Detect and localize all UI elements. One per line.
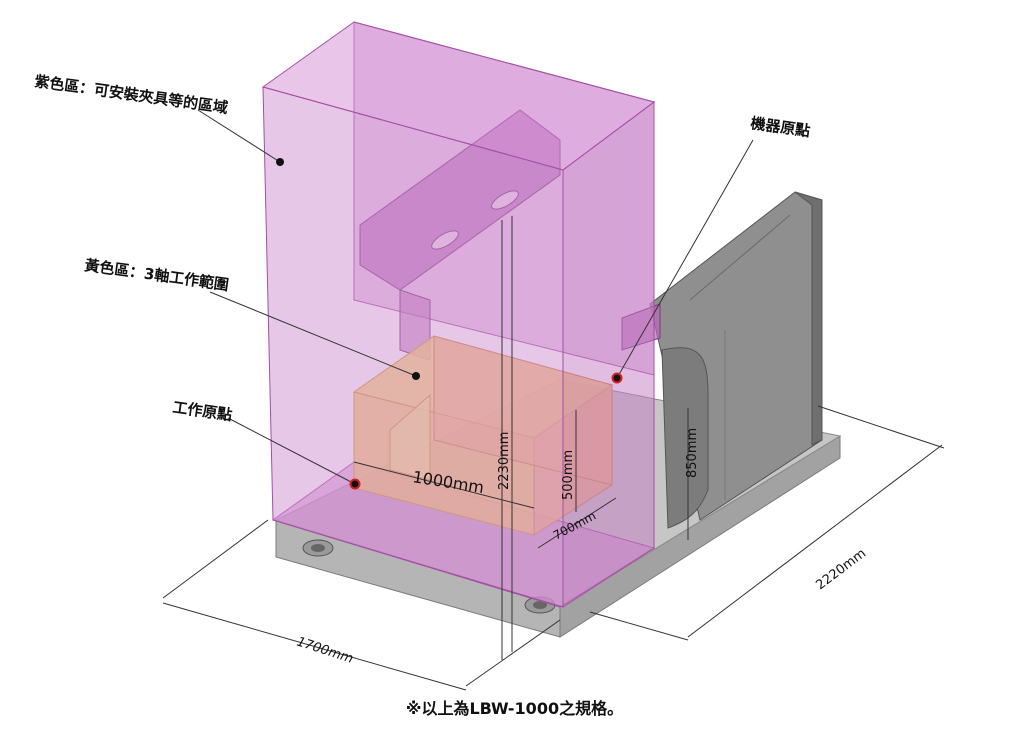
dim-machine-depth: 2220mm	[813, 546, 869, 593]
spec-footnote: ※以上為LBW-1000之規格。	[405, 699, 624, 718]
work-origin-dot	[349, 478, 361, 490]
dim-z-travel: 500mm	[561, 450, 576, 500]
machine-origin-dot	[611, 372, 623, 384]
dim-machine-width: 1700mm	[295, 635, 355, 667]
machine-origin-label: 機器原點	[749, 114, 811, 140]
leader-lines	[197, 109, 754, 485]
dimension-lines	[162, 216, 945, 691]
work-origin-label: 工作原點	[171, 398, 233, 424]
yellow-zone-marker	[412, 372, 420, 380]
machine-column	[649, 191, 823, 529]
dim-purple-height: 2230mm	[497, 432, 512, 490]
purple-zone-front	[261, 21, 656, 608]
purple-zone-marker	[276, 158, 284, 166]
purple-zone-label: 紫色區：可安裝夾具等的區域	[33, 72, 229, 117]
yellow-zone-label: 黃色區：3軸工作範圍	[83, 256, 230, 294]
dim-table-height: 850mm	[685, 428, 700, 478]
